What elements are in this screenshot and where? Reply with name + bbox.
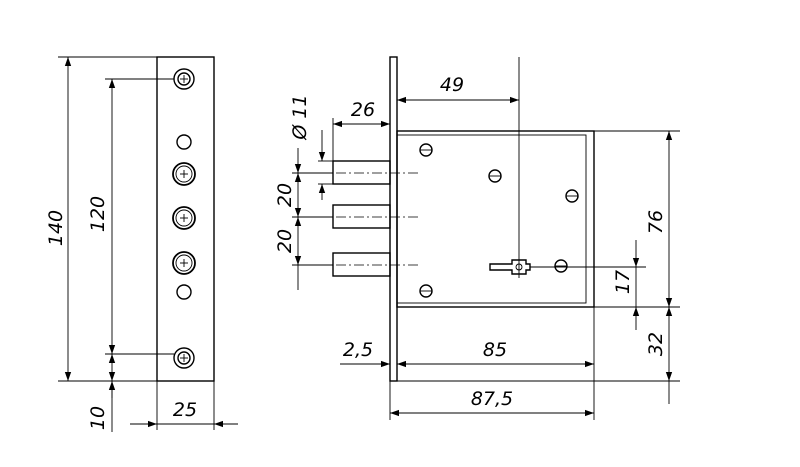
dimension-26: 26 — [332, 99, 390, 161]
dimension-label-25: 25 — [173, 399, 197, 421]
dimension-85: 85 — [397, 307, 595, 420]
bolt-1 — [318, 160, 420, 185]
dimension-87-5: 87,5 — [390, 388, 594, 417]
dimension-10: 10 — [87, 354, 116, 432]
rivet-1 — [419, 143, 433, 157]
faceplate-edge — [389, 56, 398, 382]
dimension-2-5: 2,5 — [340, 339, 391, 420]
lock-body-inner — [396, 134, 587, 304]
screw-hole-bottom — [173, 347, 195, 369]
dimension-76: 76 — [594, 130, 680, 308]
keyhole — [489, 259, 531, 275]
screw-hole-top — [173, 68, 195, 90]
dimension-label-140: 140 — [45, 210, 67, 246]
small-hole-upper — [176, 134, 192, 150]
rivet-2 — [488, 169, 502, 183]
dimension-25: 25 — [130, 381, 238, 430]
faceplate-outline — [156, 56, 215, 382]
bolt-3 — [318, 252, 420, 277]
dimension-label-20-upper: 20 — [274, 183, 296, 207]
dimension-20-lower: 20 — [274, 217, 333, 290]
dimension-label-87-5: 87,5 — [471, 388, 513, 410]
front-view: 140 120 10 25 — [45, 56, 238, 432]
dimension-label-120: 120 — [87, 196, 109, 232]
bolt-hole-3 — [172, 251, 196, 275]
dimension-diameter-11: Ø 11 — [289, 94, 333, 200]
bolt-2 — [318, 204, 420, 229]
dimension-label-76: 76 — [645, 210, 667, 234]
dimension-140: 140 — [45, 56, 157, 382]
dimension-label-diameter: Ø 11 — [289, 94, 311, 140]
side-view: 49 26 Ø 11 20 20 — [274, 56, 680, 420]
dimension-20-upper: 20 — [274, 148, 333, 218]
dimension-label-20-lower: 20 — [274, 229, 296, 253]
dimension-label-2-5: 2,5 — [343, 339, 373, 361]
small-hole-lower — [176, 284, 192, 300]
bolt-hole-2 — [172, 206, 196, 230]
bolt-hole-1 — [172, 162, 196, 186]
dimension-32: 32 — [397, 307, 680, 404]
dimension-label-32: 32 — [645, 332, 667, 356]
rivet-3 — [565, 189, 579, 203]
dimension-120: 120 — [87, 78, 174, 355]
dimension-label-10: 10 — [87, 406, 109, 430]
rivet-5 — [554, 259, 568, 273]
rivet-4 — [419, 284, 433, 298]
lock-body-outer — [396, 130, 595, 308]
dimension-17: 17 — [530, 240, 646, 330]
dimension-label-85: 85 — [483, 339, 507, 361]
dimension-label-17: 17 — [612, 270, 634, 294]
dimension-49: 49 — [396, 57, 519, 104]
dimension-label-49: 49 — [440, 74, 464, 96]
dimension-label-26: 26 — [351, 99, 375, 121]
